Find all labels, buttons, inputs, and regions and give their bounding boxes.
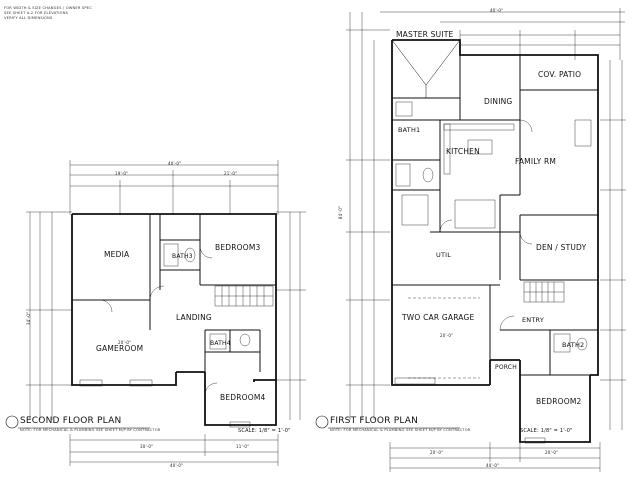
room-label-util: UTIL xyxy=(436,251,452,259)
second-floor-right-dimensions xyxy=(276,211,306,420)
dim-1f-bottom-left: 20'-0" xyxy=(430,450,444,455)
second-floor-top-dimensions xyxy=(69,160,279,215)
dim-2f-left-overall: 34'-0" xyxy=(26,311,32,326)
room-label-dining: DINING xyxy=(484,97,513,106)
room-label-bath2: BATH2 xyxy=(562,341,585,349)
first-floor-plan xyxy=(315,8,626,472)
second-floor-north-symbol xyxy=(5,415,19,429)
first-floor-top-dimensions xyxy=(380,8,625,60)
dim-1f-garage-depth: 20'-0" xyxy=(440,333,454,338)
first-floor-title: FIRST FLOOR PLAN xyxy=(330,416,419,426)
room-label-family-rm: FAMILY RM xyxy=(515,157,557,166)
dim-1f-overall-bottom: 40'-0" xyxy=(486,463,500,468)
second-floor-bottom-dimensions xyxy=(69,434,279,466)
first-floor-note: NOTE: FOR MECHANICAL & PLUMBING SEE SHEE… xyxy=(330,428,471,432)
room-label-bedroom4: BEDROOM4 xyxy=(220,393,266,402)
room-label-media: MEDIA xyxy=(104,250,130,259)
first-floor-north-symbol xyxy=(315,415,329,429)
dim-1f-left-overall: 84'-0" xyxy=(338,205,344,220)
sheet-note-1: FOR WIDTH & SIZE CHANGES / OWNER SPEC xyxy=(4,6,92,10)
first-floor-scale: SCALE: 1/8" = 1'-0" xyxy=(520,428,573,434)
dim-2f-overall-bottom: 40'-0" xyxy=(170,463,184,468)
second-floor-scale: SCALE: 1/8" = 1'-0" xyxy=(238,428,291,434)
dim-2f-mid: 20'-0" xyxy=(118,340,132,345)
dim-1f-overall-top: 40'-0" xyxy=(490,8,504,13)
room-label-covered-patio: COV. PATIO xyxy=(538,70,582,79)
second-floor-note: NOTE: FOR MECHANICAL & PLUMBING SEE SHEE… xyxy=(20,428,161,432)
room-label-bath3: BATH3 xyxy=(172,253,193,260)
sheet-note-2: SEE SHEET A-2 FOR ELEVATIONS xyxy=(4,11,69,15)
master-suite-roof-lines xyxy=(391,39,461,99)
room-label-two-car-garage: TWO CAR GARAGE xyxy=(402,313,475,322)
room-label-gameroom: GAMEROOM xyxy=(96,344,144,353)
dim-2f-top-right: 21'-0" xyxy=(224,171,238,176)
dim-2f-overall-top: 40'-0" xyxy=(168,161,182,166)
second-floor-plan xyxy=(5,160,306,466)
second-floor-left-dimensions xyxy=(26,211,72,420)
room-label-bath1: BATH1 xyxy=(398,126,421,134)
room-label-porch: PORCH xyxy=(495,364,517,371)
first-floor-right-dimensions xyxy=(600,60,626,430)
room-label-kitchen: KITCHEN xyxy=(446,147,480,156)
dim-2f-bottom-left: 30'-0" xyxy=(140,444,154,449)
room-label-den-study: DEN / STUDY xyxy=(536,243,587,252)
second-floor-stairs xyxy=(214,285,274,307)
room-label-bath4: BATH4 xyxy=(210,340,231,347)
room-label-bedroom2: BEDROOM2 xyxy=(536,397,582,406)
second-floor-interior-walls xyxy=(72,214,276,372)
dim-1f-bottom-right: 20'-0" xyxy=(545,450,559,455)
first-floor-fixtures xyxy=(394,101,592,444)
first-floor-bottom-dimensions xyxy=(389,442,601,472)
second-floor-title: SECOND FLOOR PLAN xyxy=(20,416,122,426)
room-label-landing: LANDING xyxy=(176,313,212,322)
second-floor-fixtures xyxy=(79,243,251,428)
first-floor-interior-walls xyxy=(392,55,598,376)
room-label-entry: ENTRY xyxy=(522,316,545,324)
room-label-bedroom3: BEDROOM3 xyxy=(215,243,261,252)
dim-2f-top-left: 19'-0" xyxy=(115,171,129,176)
first-floor-left-dimensions xyxy=(346,12,390,420)
sheet-note-3: VERIFY ALL DIMENSIONS xyxy=(4,16,53,20)
dim-2f-bottom-right: 11'-0" xyxy=(236,444,250,449)
room-label-master-suite: MASTER SUITE xyxy=(396,30,454,39)
